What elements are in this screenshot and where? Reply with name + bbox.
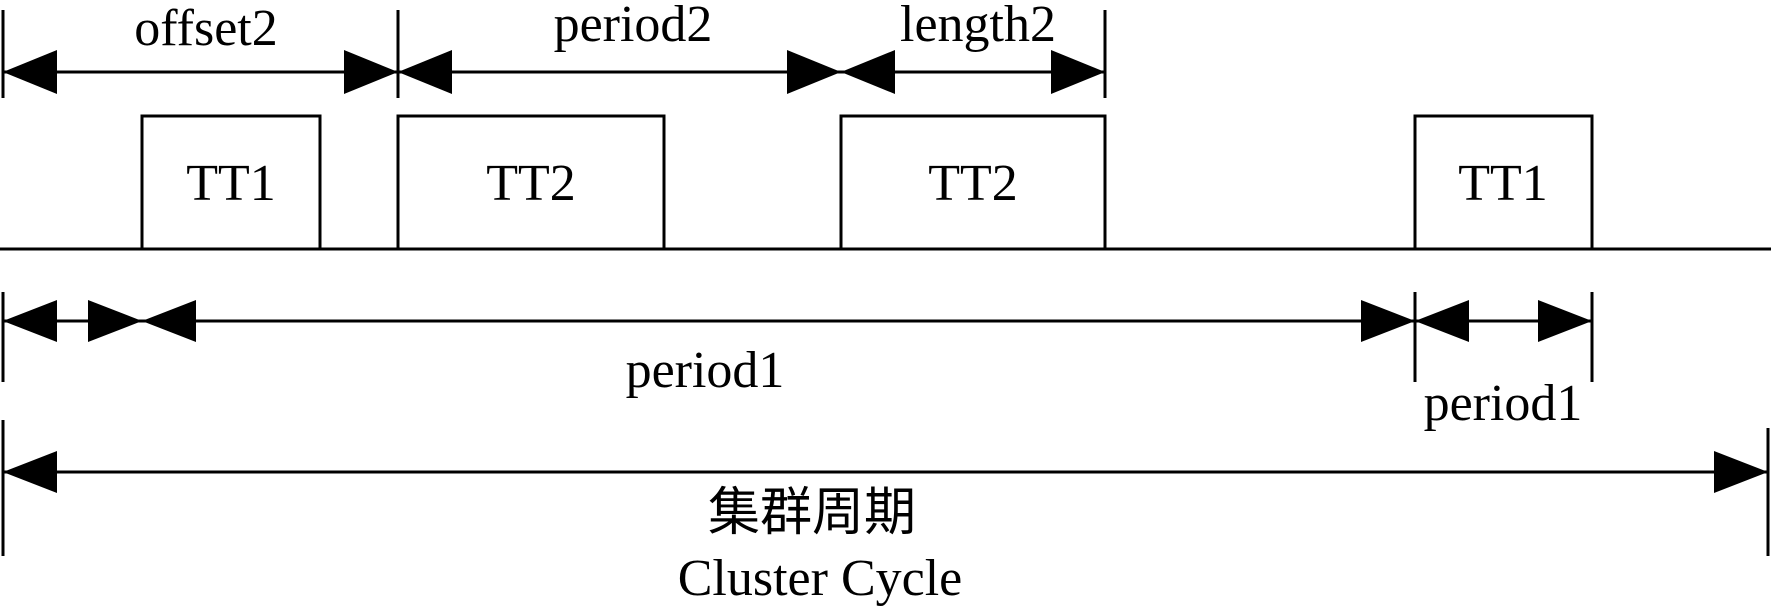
task-block-tt2-second: TT2 <box>839 114 1107 249</box>
task-block-outline <box>140 114 322 249</box>
task-block-outline <box>396 114 666 249</box>
task-block-outline <box>839 114 1107 249</box>
task-block-outline <box>1413 114 1594 249</box>
period2-arrowhead-left <box>398 50 452 94</box>
offset2-arrowhead-left <box>3 50 57 94</box>
timeline: TT1 TT2 TT2 TT1 <box>0 114 1771 251</box>
cluster-cycle-label-en: Cluster Cycle <box>678 550 963 606</box>
task-block-tt2-first: TT2 <box>396 114 666 249</box>
cluster-cycle-arrowhead-left <box>3 451 57 493</box>
offset2-label: offset2 <box>134 0 277 57</box>
period1-small-label: period1 <box>1424 375 1583 432</box>
task-block-label: TT1 <box>186 155 276 212</box>
cluster-cycle-label-zh: 集群周期 <box>708 485 916 542</box>
period2-arrowhead-right <box>787 50 841 94</box>
cluster-cycle-arrowhead-right <box>1714 451 1768 493</box>
length2-label: length2 <box>900 0 1056 53</box>
length2-arrowhead-right <box>1051 50 1105 94</box>
task-block-label: TT1 <box>1458 155 1548 212</box>
offset1-arrowhead-right <box>88 300 142 342</box>
period1-small-arrowhead-left <box>1415 300 1469 342</box>
period1-main-label: period1 <box>626 342 785 399</box>
task-block-tt1-first: TT1 <box>140 114 322 249</box>
task-block-label: TT2 <box>486 155 576 212</box>
offset1-arrowhead-left <box>3 300 57 342</box>
period2-label: period2 <box>554 0 713 53</box>
top-dimension-row: offset2 period2 length2 <box>1 0 1107 98</box>
cluster-cycle-row: 集群周期 Cluster Cycle <box>1 420 1770 606</box>
task-block-tt1-second: TT1 <box>1413 114 1594 249</box>
period1-small-arrowhead-right <box>1538 300 1592 342</box>
period1-arrowhead-left <box>142 300 196 342</box>
task-block-label: TT2 <box>928 155 1018 212</box>
length2-arrowhead-left <box>841 50 895 94</box>
offset2-arrowhead-right <box>344 50 398 94</box>
period1-arrowhead-right <box>1361 300 1415 342</box>
period1-dimension-row: period1 period1 <box>1 292 1594 432</box>
